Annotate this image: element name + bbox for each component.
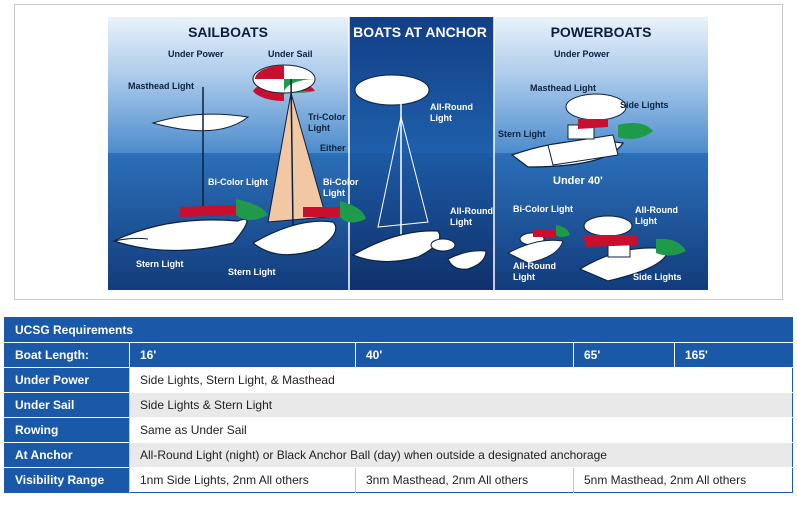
boat-length-row: Boat Length: 16' 40' 65' 165' <box>4 342 793 368</box>
label-either: Either <box>320 143 346 153</box>
table-title-row: UCSG Requirements <box>4 317 793 343</box>
row-value-under-sail: Side Lights & Stern Light <box>129 392 793 418</box>
sailboat-under-power <box>112 87 268 252</box>
table-row: At Anchor All-Round Light (night) or Bla… <box>4 442 793 468</box>
visibility-16: 1nm Side Lights, 2nm All others <box>129 467 356 493</box>
boat-length-label: Boat Length: <box>4 342 130 368</box>
label-bicolor-right-2: Light <box>323 188 345 198</box>
ucsg-requirements-table: UCSG Requirements Boat Length: 16' 40' 6… <box>4 317 793 493</box>
label-stern-right: Stern Light <box>228 267 276 277</box>
powerboat-large <box>510 93 653 168</box>
label-tri-color: Tri-Color <box>308 112 346 122</box>
label-anchor-allround-2: Light <box>430 113 452 123</box>
label-bicolor-left: Bi-Color Light <box>208 177 268 187</box>
row-label-under-sail: Under Sail <box>4 392 130 418</box>
length-165: 165' <box>674 342 793 368</box>
length-65: 65' <box>573 342 675 368</box>
length-40: 40' <box>355 342 574 368</box>
label-power-stern: Stern Light <box>498 129 546 139</box>
powerboat-small <box>506 225 570 264</box>
heading-powerboats: POWERBOATS <box>551 24 652 40</box>
row-value-rowing: Same as Under Sail <box>129 417 793 443</box>
anchored-small-boat <box>430 238 487 270</box>
heading-sailboats: SAILBOATS <box>188 24 268 40</box>
heading-anchor: BOATS AT ANCHOR <box>353 24 487 40</box>
label-power-allround-2: Light <box>635 216 657 226</box>
label-power-allround-left-2: Light <box>513 272 535 282</box>
label-power-allround: All-Round <box>635 205 678 215</box>
label-tri-color-2: Light <box>308 123 330 133</box>
navigation-lights-diagram: SAILBOATS BOATS AT ANCHOR POWERBOATS Und… <box>108 17 708 290</box>
label-power-side: Side Lights <box>620 100 669 110</box>
label-bicolor-right: Bi-Color <box>323 177 359 187</box>
powerboat-medium <box>578 215 686 282</box>
label-power-masthead: Masthead Light <box>530 83 596 93</box>
label-sail-under-sail: Under Sail <box>268 49 313 59</box>
label-power-bicolor: Bi-Color Light <box>513 204 573 214</box>
visibility-40: 3nm Masthead, 2nm All others <box>355 467 574 493</box>
table-row: Rowing Same as Under Sail <box>4 417 793 443</box>
sailboat-under-sail <box>251 64 366 256</box>
visibility-65: 5nm Masthead, 2nm All others <box>573 467 793 493</box>
row-value-at-anchor: All-Round Light (night) or Black Anchor … <box>129 442 793 468</box>
label-anchor-allround: All-Round <box>430 102 473 112</box>
label-stern-left: Stern Light <box>136 259 184 269</box>
row-label-at-anchor: At Anchor <box>4 442 130 468</box>
table-row: Under Power Side Lights, Stern Light, & … <box>4 367 793 393</box>
table-row: Under Sail Side Lights & Stern Light <box>4 392 793 418</box>
row-label-rowing: Rowing <box>4 417 130 443</box>
row-value-under-power: Side Lights, Stern Light, & Masthead <box>129 367 793 393</box>
label-power-under-power: Under Power <box>554 49 610 59</box>
label-sail-under-power: Under Power <box>168 49 224 59</box>
label-power-side-bottom: Side Lights <box>633 272 682 282</box>
table-title: UCSG Requirements <box>4 317 793 343</box>
label-under-40: Under 40' <box>553 175 603 187</box>
visibility-row: Visibility Range 1nm Side Lights, 2nm Al… <box>4 467 793 493</box>
length-16: 16' <box>129 342 356 368</box>
row-label-under-power: Under Power <box>4 367 130 393</box>
label-anchor-allround-small: All-Round <box>450 206 493 216</box>
row-label-visibility: Visibility Range <box>4 467 130 493</box>
anchored-sailboat <box>351 74 441 263</box>
label-anchor-allround-small-2: Light <box>450 217 472 227</box>
label-power-allround-left: All-Round <box>513 261 556 271</box>
label-sail-masthead: Masthead Light <box>128 81 194 91</box>
